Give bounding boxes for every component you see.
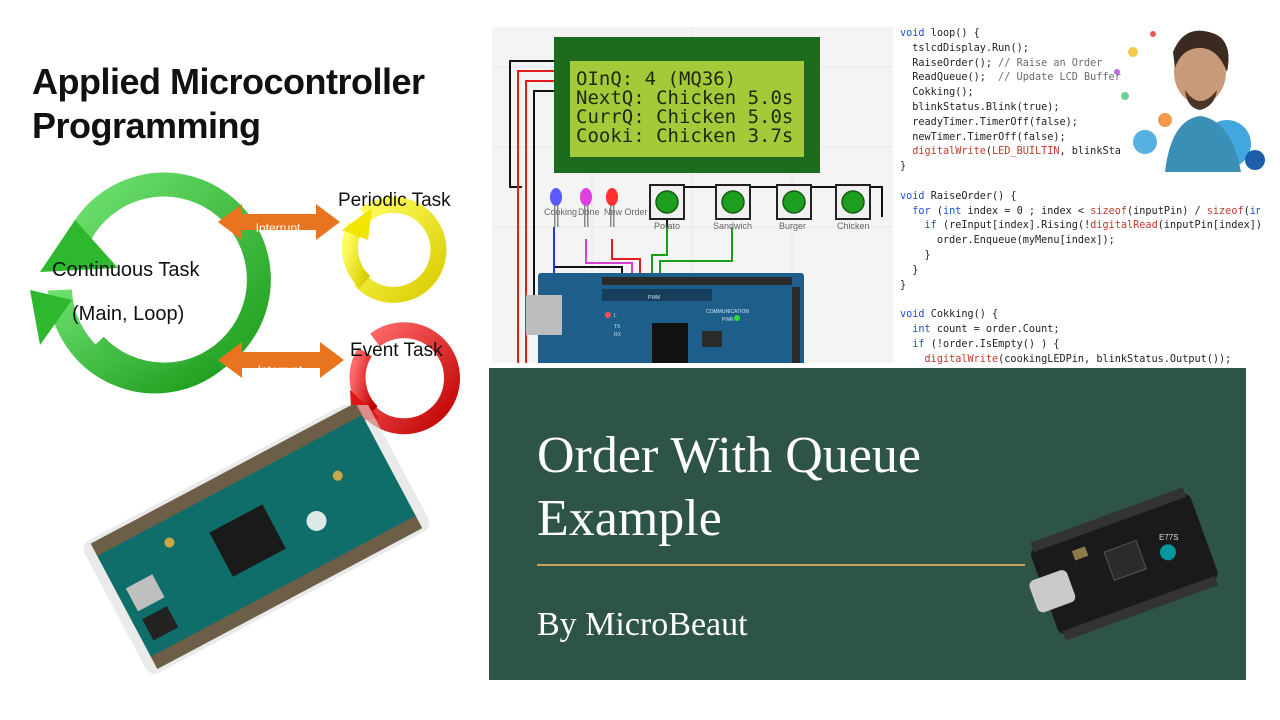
board-pwm-label: PWM [648,295,660,301]
code-line: Cokking(); [912,87,974,99]
code-line: tslcdDisplay.Run(); [912,42,1029,54]
button-chicken[interactable] [835,184,871,220]
button-burger[interactable] [776,184,812,220]
code-line: order.Enqueue(myMenu[index]); [936,235,1115,247]
periodic-task-label: Periodic Task [338,190,451,211]
event-task-label: Event Task [350,340,443,361]
code-line: } [900,161,907,173]
lcd-row-4: Cooki: Chicken 3.7s [576,125,793,147]
code-line: digitalWrite(cookingLEDPin, blinkStatus.… [924,353,1232,365]
led-label-new-order: New Order [604,207,648,217]
banner-author: By MicroBeaut [537,606,748,643]
banner-title: Order With Queue Example [537,424,1097,550]
button-potato[interactable] [649,184,685,220]
code-line: newTimer.TimerOff(false); [912,131,1066,143]
board-comm-label: COMMUNICATION [706,309,749,315]
code-line: int count = order.Count; [912,323,1060,335]
led-label-cooking: Cooking [544,207,577,217]
board-rx-label: RX [614,332,622,338]
led-done [580,188,592,227]
interrupt-top-label: Interrupt [256,221,301,235]
title-line-2: Programming [32,105,261,146]
continuous-task-sub: (Main, Loop) [72,303,184,325]
title-banner: Order With Queue Example By MicroBeaut E… [489,368,1246,680]
periodic-cycle-icon [342,196,447,303]
button-label-burger: Burger [779,221,806,231]
code-line: if (!order.IsEmpty() ) { [912,338,1060,350]
mega-board [526,273,804,363]
code-block: void loop() { tslcdDisplay.Run(); RaiseO… [900,27,1260,367]
lcd-row-3: CurrQ: Chicken 5.0s [576,106,793,128]
mini-board-label: E77S [1159,533,1179,542]
code-line: } [900,279,907,291]
lcd-row-2: NextQ: Chicken 5.0s [576,87,793,109]
button-label-potato: Potato [654,221,680,231]
avatar [1114,30,1265,172]
board-l-label: L [614,313,617,319]
button-label-chicken: Chicken [837,221,870,231]
code-line: } [900,264,919,276]
lcd-screen [570,61,804,157]
arduino-board-image [83,405,430,674]
continuous-cycle-icon [30,172,271,394]
code-line: if (reInput[index].Rising(!digitalRead(i… [924,220,1260,232]
page-title: Applied Microcontroller Programming [32,60,472,148]
code-panel: void loop() { tslcdDisplay.Run(); RaiseO… [900,27,1260,367]
title-line-1: Applied Microcontroller [32,61,425,102]
led-new-order [606,188,618,227]
banner-divider [537,564,1025,566]
board-tx-label: TX [614,324,621,330]
banner-title-line-1: Order With Queue [537,427,921,484]
code-line: for (int index = 0 ; index < sizeof(inpu… [912,205,1260,217]
code-line: ReadQueue(); // Update LCD Buffer [912,72,1121,84]
code-line: RaiseOrder(); // Raise an Order [912,57,1103,69]
mini-board-image: E77S [1029,487,1219,641]
interrupt-arrow-bottom-icon [218,342,344,378]
code-line: } [900,249,931,261]
code-line: digitalWrite(LED_BUILTIN, blinkSta [912,146,1121,158]
simulation-panel: OInQ: 4 (MQ36) NextQ: Chicken 5.0s CurrQ… [492,27,893,363]
code-line [900,175,1260,190]
code-line: blinkStatus.Blink(true); [912,101,1060,113]
code-line: void RaiseOrder() { [900,190,1017,202]
led-label-done: Done [578,207,600,217]
code-line: void loop() { [900,28,980,39]
task-diagram: Continuous Task (Main, Loop) Periodic Ta… [30,172,460,435]
code-line: void Cokking() { [900,309,999,321]
board-pwr-label: PWR [722,317,734,323]
interrupt-bottom-label: Interrupt [258,363,303,377]
lcd-row-1: OInQ: 4 (MQ36) [576,68,736,90]
continuous-task-label: Continuous Task [52,259,201,281]
led-cooking [550,188,562,227]
code-line: readyTimer.TimerOff(false); [912,116,1078,128]
banner-title-line-2: Example [537,490,722,547]
interrupt-arrow-top-icon [218,204,340,240]
button-sandwich[interactable] [715,184,751,220]
code-line [900,293,1260,308]
button-label-sandwich: Sandwich [713,221,752,231]
